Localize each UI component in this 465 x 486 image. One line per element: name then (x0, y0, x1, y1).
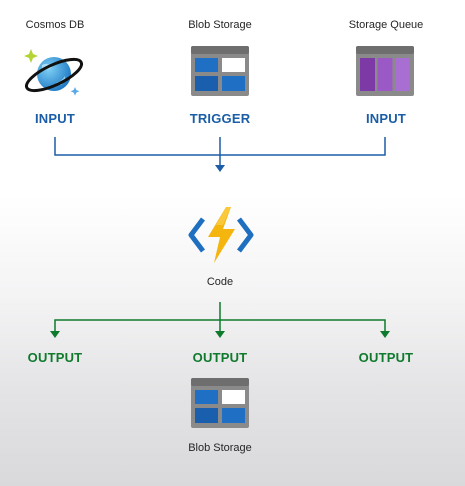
azure-functions-icon (188, 207, 254, 263)
storage-queue-icon (356, 46, 414, 96)
blob-storage-icon (191, 46, 249, 96)
blob-storage-role-label: TRIGGER (189, 111, 251, 126)
cosmos-db-role-label: INPUT (35, 111, 75, 126)
output-right-role-label: OUTPUT (358, 350, 414, 365)
output-left-role-label: OUTPUT (27, 350, 83, 365)
blob-storage-label: Blob Storage (188, 19, 252, 31)
output-bus-line (54, 319, 386, 334)
output-arrowhead-center (215, 331, 225, 338)
output-arrowhead-right (380, 331, 390, 338)
function-code-label: Code (206, 276, 234, 288)
cosmos-db-icon (24, 49, 84, 96)
output-blob-storage-icon (191, 378, 249, 428)
trigger-arrowhead (215, 165, 225, 172)
output-center-role-label: OUTPUT (192, 350, 248, 365)
storage-queue-label: Storage Queue (348, 19, 424, 31)
output-arrowhead-left (50, 331, 60, 338)
cosmos-db-label: Cosmos DB (25, 19, 85, 31)
storage-queue-role-label: INPUT (366, 111, 406, 126)
output-blob-storage-label: Blob Storage (188, 442, 252, 454)
